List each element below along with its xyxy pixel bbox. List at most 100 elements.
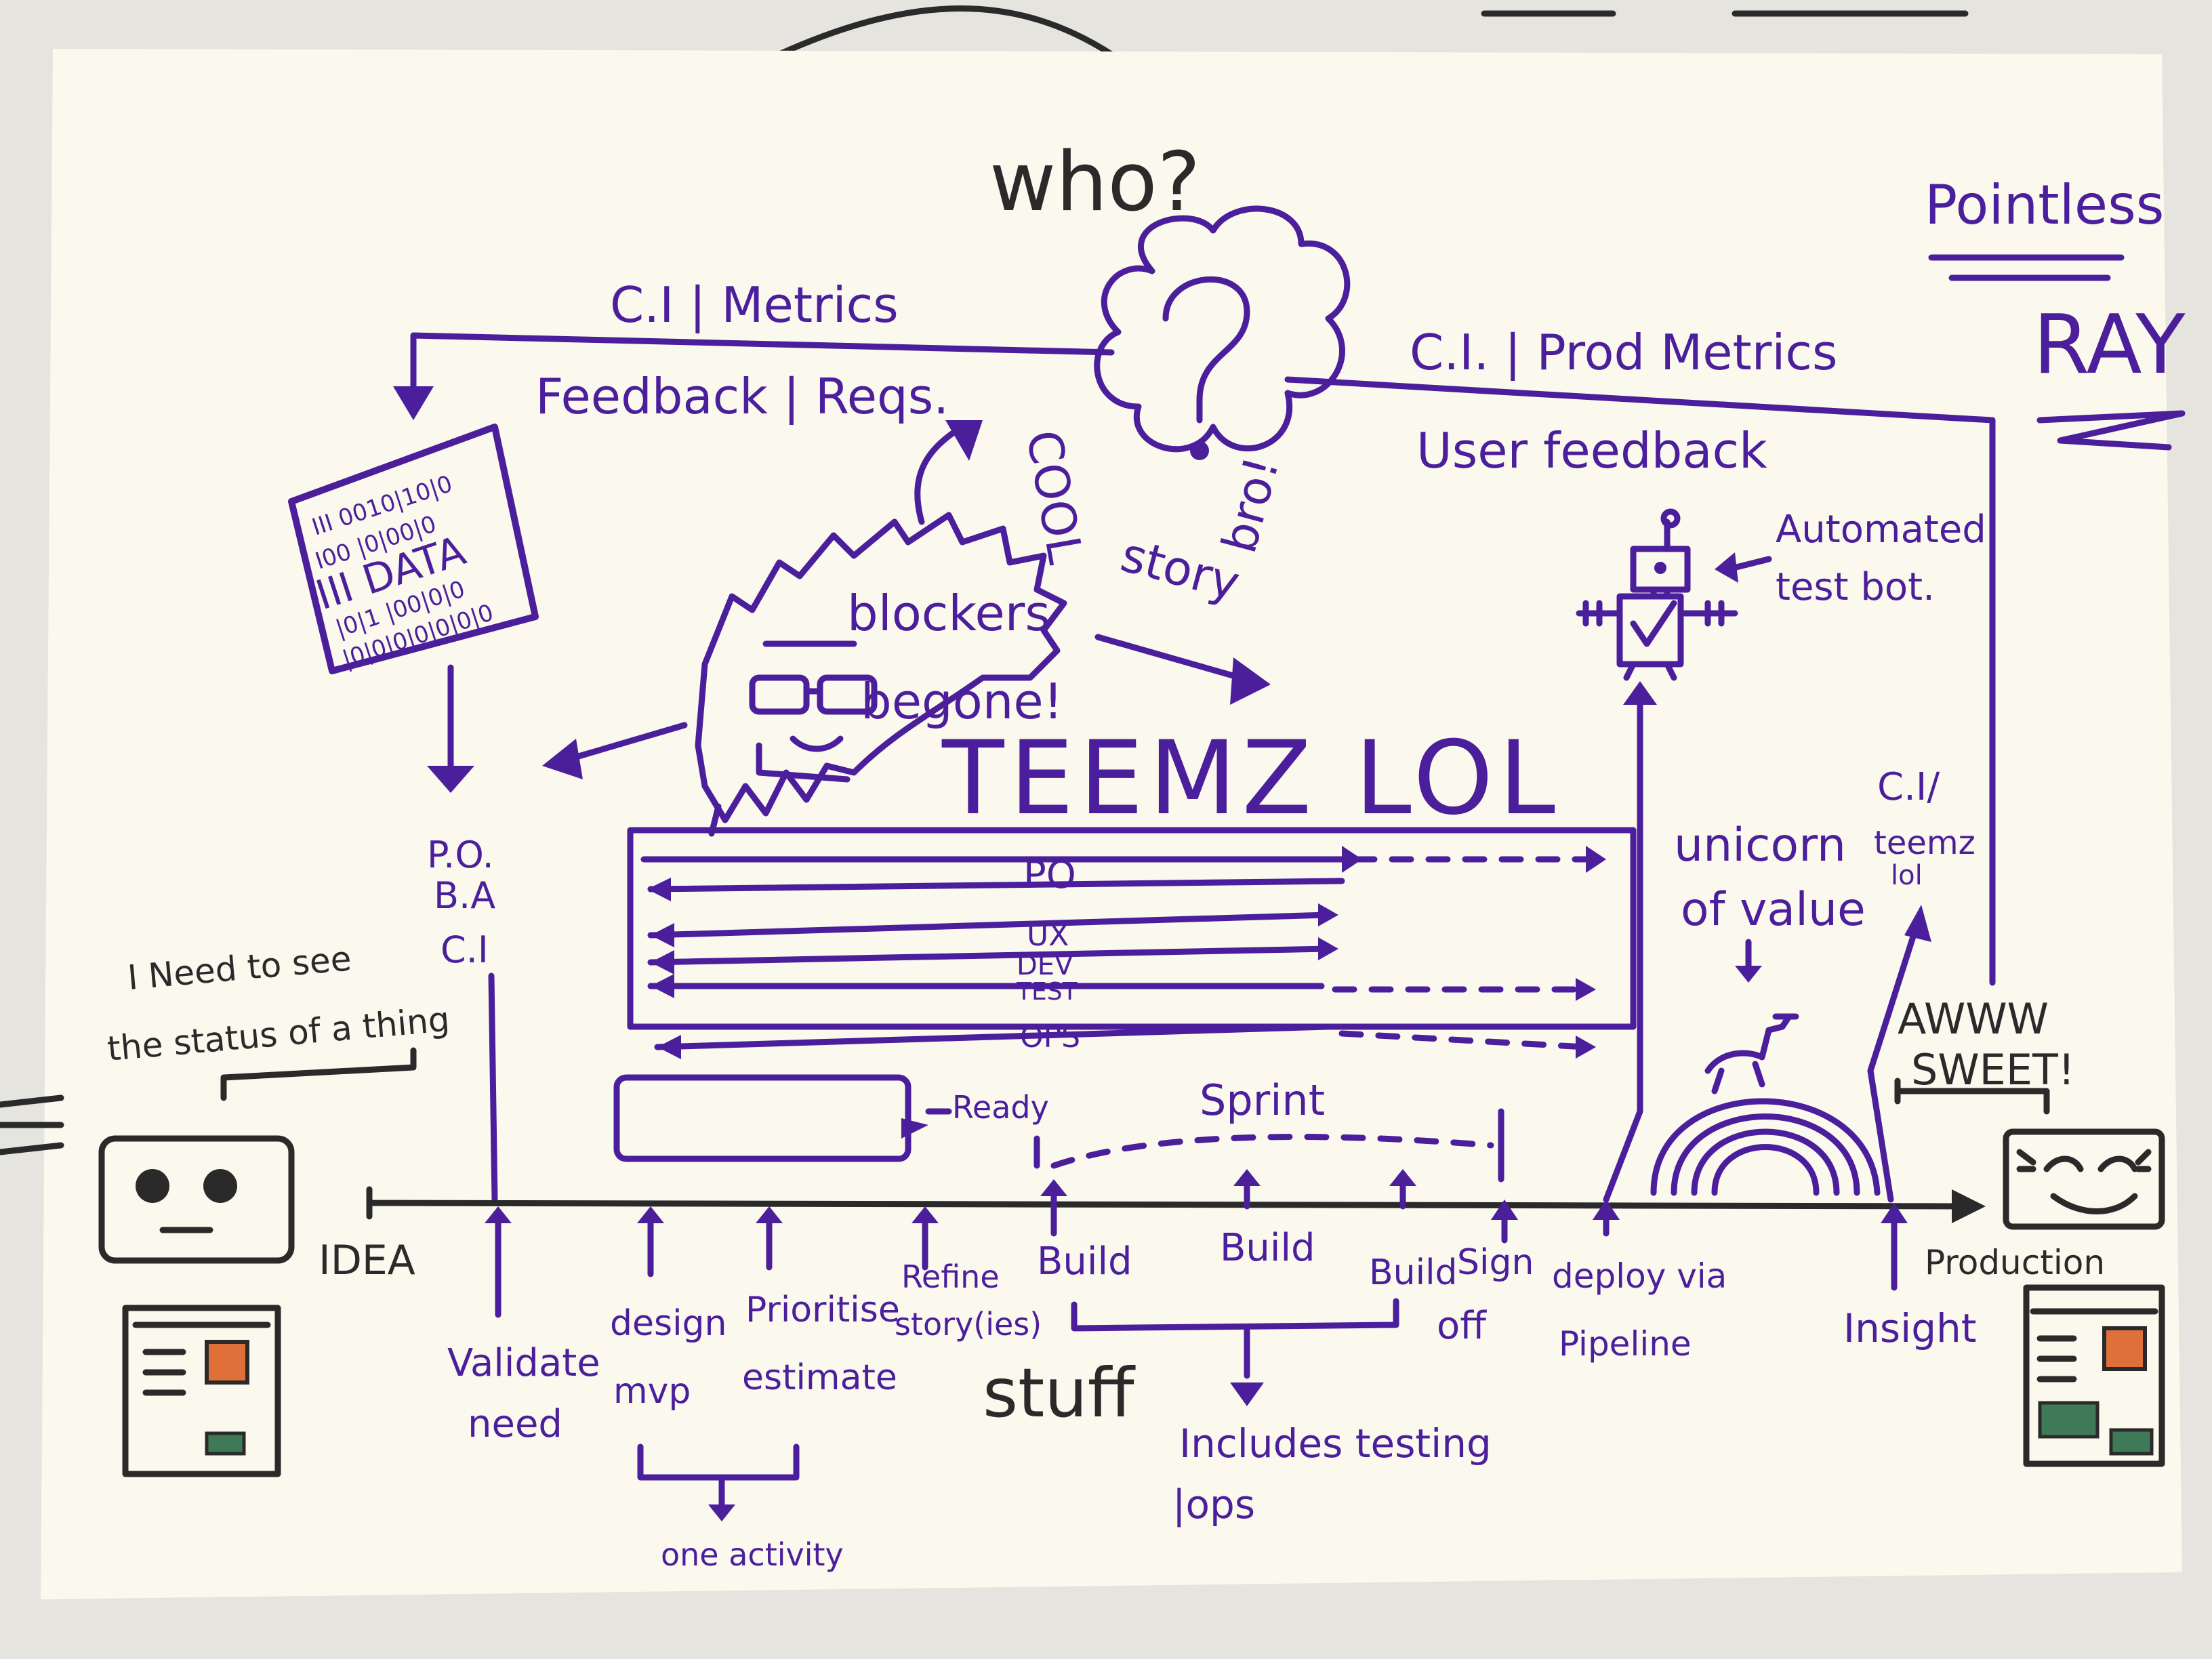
insight-feed-arrowhead <box>1904 905 1931 942</box>
role-test: TEST <box>1016 978 1078 1006</box>
feedback-left-line1: C.I | Metrics <box>610 276 899 334</box>
blob-right-arrowhead <box>1230 657 1271 705</box>
step-6-line1: Build <box>1220 1226 1315 1270</box>
left-role-ba: B.A <box>434 874 495 917</box>
step-8-line1: Sign <box>1457 1242 1534 1283</box>
unicorn-arrowhead <box>1735 966 1762 983</box>
ready-box-arrowhead <box>901 1118 928 1139</box>
includes-line1: Includes testing <box>1179 1420 1492 1467</box>
robot-label-arrowhead <box>1715 552 1738 583</box>
right-mockup-screen <box>2023 1284 2165 1467</box>
step-9-line2: Pipeline <box>1559 1324 1692 1364</box>
step-3-line2: estimate <box>742 1357 897 1398</box>
build-bracket-arrowhead <box>1230 1382 1264 1406</box>
step-9-line1: deploy via <box>1552 1256 1727 1296</box>
feedback-right-line2: User feedback <box>1416 422 1767 479</box>
step-8-line2: off <box>1437 1304 1487 1348</box>
question-cloud <box>1094 205 1351 453</box>
timeline-start: IDEA <box>319 1237 415 1284</box>
step-1-line1: Validate <box>447 1341 600 1385</box>
role-ops: OPS <box>1020 1020 1080 1054</box>
feedback-right-arrow <box>1284 376 1996 986</box>
blob-right-arrow <box>1094 634 1244 681</box>
step-2-line2: mvp <box>613 1371 691 1412</box>
feedback-left-arrow <box>410 332 1115 403</box>
left-role-line <box>488 972 498 1203</box>
timeline-axis <box>366 1186 1975 1220</box>
sad-user-face <box>98 1135 295 1264</box>
team-box <box>627 827 1637 1030</box>
role-dev: DEV <box>1017 950 1073 981</box>
robot-label-line1: Automated <box>1776 508 1986 552</box>
step-4-line1: Refine <box>901 1258 1000 1295</box>
feedback-left-arrowhead <box>393 386 434 420</box>
right-speech-pointer <box>1894 1078 2050 1115</box>
step-4-line2: story(ies) <box>895 1306 1042 1343</box>
data-arrowhead <box>427 766 474 793</box>
sprint-label: Sprint <box>1200 1076 1325 1125</box>
robot-feed-arrowhead <box>1623 681 1657 705</box>
feedback-right-line1: C.I. | Prod Metrics <box>1410 324 1837 382</box>
question-mark-icon <box>1162 276 1250 424</box>
robot-icon <box>1576 508 1738 681</box>
stuff-label: stuff <box>983 1353 1136 1433</box>
right-speech-line2: SWEET! <box>1911 1045 2075 1094</box>
ci-teemz-line1: C.I/ <box>1877 765 1940 809</box>
rainbow-icon <box>1650 1098 1881 1196</box>
robot-feed-line <box>1603 695 1643 1203</box>
left-speech-pointer <box>220 1047 417 1101</box>
blob-to-cloud-arrowhead <box>945 420 983 461</box>
role-ux: UX <box>1027 918 1069 953</box>
title-who: who? <box>989 136 1200 230</box>
face-icon <box>749 640 878 783</box>
mvp-bracket-arrowhead <box>708 1504 735 1521</box>
step-3-line1: Prioritise <box>745 1290 900 1330</box>
data-block <box>288 424 539 674</box>
ci-teemz-line3: lol <box>1891 860 1923 891</box>
role-lanes <box>640 846 1606 1059</box>
step-1-line2: need <box>468 1402 562 1446</box>
ready-box <box>613 1074 912 1162</box>
timeline-end: Production <box>1925 1243 2105 1282</box>
question-mark-dot <box>1190 441 1209 460</box>
ci-teemz-line2: teemz <box>1874 824 1975 862</box>
corner-note-squiggle <box>2036 410 2186 451</box>
step-arrows <box>485 1169 1908 1318</box>
feedback-left-line2: Feedback | Reqs. <box>535 368 949 426</box>
left-role-ci: C.I <box>441 928 489 971</box>
team-title: TEEMZ LOL <box>941 720 1561 838</box>
ready-label: Ready <box>952 1089 1049 1126</box>
whiteboard-edge-scribble <box>0 1094 64 1155</box>
one-activity: one activity <box>661 1536 844 1573</box>
blockers-line1: blockers <box>847 585 1050 642</box>
blob-to-cloud-arrow <box>914 424 966 525</box>
sprint-loop <box>1050 1134 1494 1169</box>
build-bracket <box>1071 1298 1399 1332</box>
step-2-line1: design <box>610 1303 727 1344</box>
corner-note-line1: Pointless <box>1925 173 2164 237</box>
role-po: PO <box>1023 853 1076 897</box>
unicorn-label-line1: unicorn <box>1674 819 1846 872</box>
robot-label-line2: test bot. <box>1776 565 1935 609</box>
step-7-line1: Build <box>1369 1252 1458 1293</box>
corner-note-line2: RAY <box>2033 298 2186 392</box>
happy-user-face <box>2003 1128 2165 1230</box>
paper-sheet <box>41 49 2182 1599</box>
whiteboard-scribble <box>776 5 1115 58</box>
mvp-bracket <box>637 1443 800 1481</box>
right-speech-line1: AWWW <box>1898 994 2049 1044</box>
includes-line2: |ops <box>1172 1481 1255 1528</box>
step-10-line1: Insight <box>1843 1305 1977 1351</box>
step-5-line1: Build <box>1037 1240 1132 1284</box>
insight-feed-line <box>1867 918 1921 1203</box>
unicorn-label-line2: of value <box>1681 883 1866 937</box>
blob-left-arrow <box>566 722 688 762</box>
corner-note-underline <box>1928 254 2125 281</box>
blockers-line2: begone! <box>861 673 1063 730</box>
unicorn-icon <box>1704 1013 1799 1094</box>
left-role-po: P.O. <box>427 834 494 876</box>
timeline-arrowhead <box>1952 1189 1986 1223</box>
blob-left-arrowhead <box>542 739 583 779</box>
